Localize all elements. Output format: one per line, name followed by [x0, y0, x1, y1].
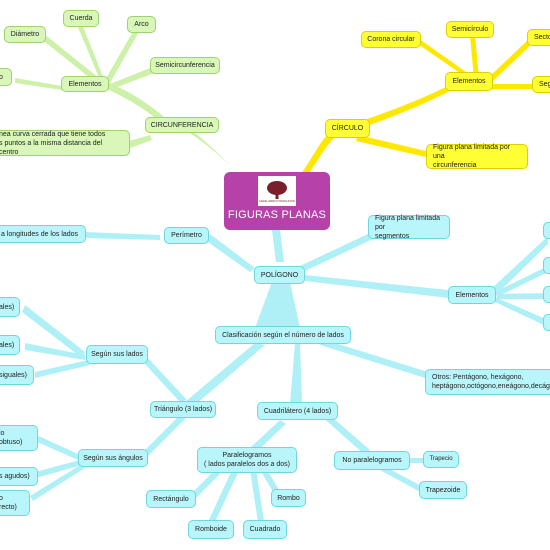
node-cuerda[interactable]: Cuerda: [63, 10, 99, 27]
node-rombo[interactable]: Rombo: [271, 489, 306, 507]
logo-caption: CEDE ARROYOMOLINOS: [259, 198, 295, 203]
node-isosceles[interactable]: ales): [0, 335, 20, 355]
node-rectangulo[interactable]: Rectángulo: [146, 490, 196, 508]
node-poligono-definicion[interactable]: Figura plana limitada por segmentos: [368, 215, 450, 240]
central-title: FIGURAS PLANAS: [227, 209, 327, 221]
node-perimetro[interactable]: Perímetro: [164, 227, 209, 244]
node-circunferencia-definicion[interactable]: nea curva cerrada que tiene todos s punt…: [0, 130, 130, 156]
central-node[interactable]: CEDE ARROYOMOLINOS FIGURAS PLANAS: [224, 172, 330, 230]
node-clasificacion[interactable]: Clasificación según el número de lados: [215, 326, 351, 344]
node-poligono[interactable]: POLÍGONO: [254, 266, 305, 284]
node-radio[interactable]: o: [0, 68, 12, 86]
node-diametro[interactable]: Diámetro: [4, 26, 46, 43]
node-circunferencia[interactable]: CIRCUNFERENCIA: [145, 117, 219, 133]
node-trapezoide[interactable]: Trapezoide: [419, 481, 467, 499]
node-cuadrado[interactable]: Cuadrado: [243, 520, 287, 539]
node-elemento-1[interactable]: [543, 222, 550, 239]
tree-icon: [267, 180, 287, 199]
node-equilatero[interactable]: ales): [0, 297, 20, 317]
node-romboide[interactable]: Romboide: [188, 520, 234, 539]
poligono-branches: [22, 230, 548, 524]
node-escaleno[interactable]: siguales): [0, 365, 34, 385]
node-poligono-elementos[interactable]: Elementos: [448, 286, 496, 304]
node-segun-lados[interactable]: Según sus lados: [86, 345, 148, 364]
node-corona-circular[interactable]: Corona circular: [361, 31, 421, 48]
circunferencia-branches: [15, 19, 244, 178]
node-cuadrilatero[interactable]: Cuadrilátero (4 lados): [257, 402, 338, 420]
node-otros[interactable]: Otros: Pentágono, hexágono, heptágono,oc…: [425, 369, 550, 395]
node-semicircunferencia[interactable]: Semicircunferencia: [150, 57, 220, 74]
node-segun-angulos[interactable]: Según sus ángulos: [78, 449, 148, 467]
node-obtusangulo[interactable]: lo obtuso): [0, 425, 38, 451]
node-triangulo[interactable]: Triángulo (3 lados): [150, 401, 216, 418]
node-rectangulo-tri[interactable]: o recto): [0, 490, 30, 516]
node-elemento-4[interactable]: [543, 314, 550, 331]
node-elemento-2[interactable]: [543, 257, 550, 274]
node-circulo-definicion[interactable]: Figura plana limitada por una circunfere…: [426, 144, 528, 169]
school-logo: CEDE ARROYOMOLINOS: [258, 176, 296, 206]
node-perimetro-definicion[interactable]: a longitudes de los lados: [0, 225, 86, 243]
circulo-branches: [300, 35, 535, 178]
node-segmento[interactable]: Seg: [532, 76, 550, 93]
node-circulo[interactable]: CÍRCULO: [325, 119, 370, 138]
node-paralelogramos[interactable]: Paralelogramos ( lados paralelos dos a d…: [197, 447, 297, 473]
node-trapecio[interactable]: Trapecio: [423, 451, 459, 468]
node-elemento-3[interactable]: [543, 286, 550, 303]
node-no-paralelogramos[interactable]: No paralelogramos: [334, 451, 410, 470]
node-circulo-elementos[interactable]: Elementos: [445, 72, 493, 91]
node-acutangulo[interactable]: s agudos): [0, 467, 38, 486]
node-circunferencia-elementos[interactable]: Elementos: [61, 76, 109, 92]
node-semicirculo[interactable]: Semicírculo: [446, 21, 494, 38]
node-sector[interactable]: Secto: [527, 29, 550, 46]
node-arco[interactable]: Arco: [127, 16, 156, 33]
